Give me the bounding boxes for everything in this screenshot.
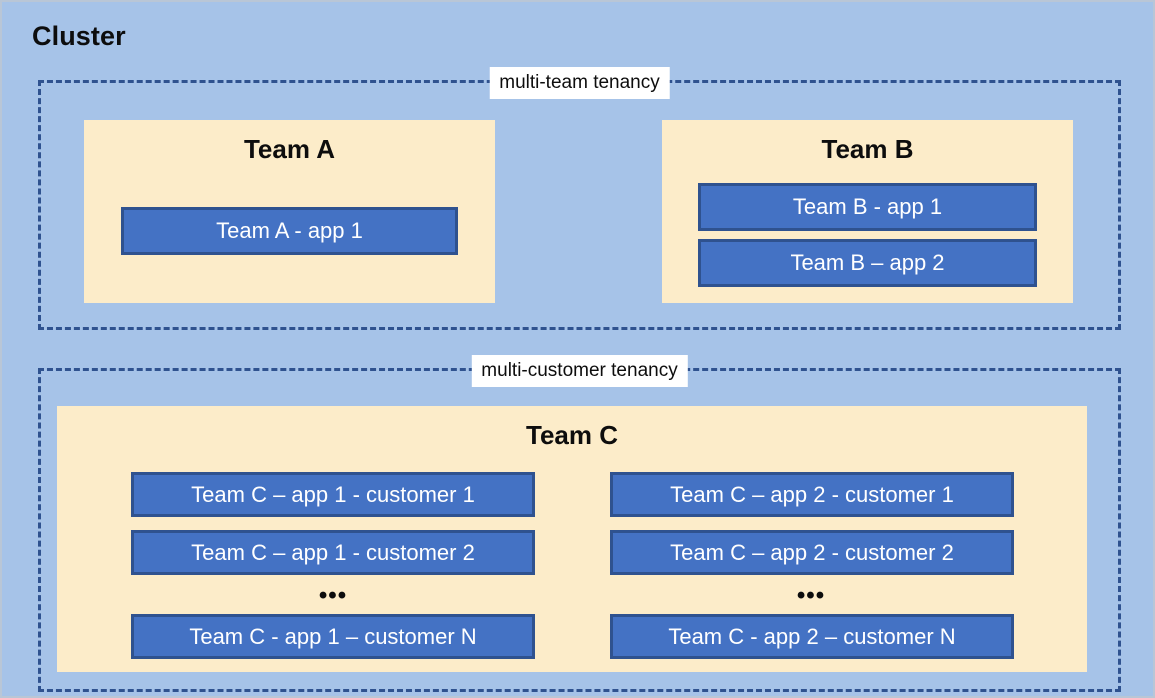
ellipsis-app-2-column: ••• — [796, 582, 826, 609]
multi-customer-tenancy-region: multi-customer tenancy — [38, 355, 1121, 692]
app-team-c-app-1-customer-1[interactable]: Team C – app 1 - customer 1 — [131, 472, 535, 517]
ellipsis-app-1-column: ••• — [318, 582, 348, 609]
page-title: Cluster — [32, 21, 126, 51]
multi-team-tenancy-label: multi-team tenancy — [489, 67, 670, 99]
app-team-c-app-2-customer-1[interactable]: Team C – app 2 - customer 1 — [610, 472, 1014, 517]
team-c-title: Team C — [526, 420, 618, 450]
app-team-c-app-2-customer-2[interactable]: Team C – app 2 - customer 2 — [610, 530, 1014, 575]
team-c-box: Team C Team C – app 1 - customer 1 Team … — [57, 406, 1087, 672]
app-team-c-app-1-customer-n[interactable]: Team C - app 1 – customer N — [131, 614, 535, 659]
app-team-b-app-1[interactable]: Team B - app 1 — [698, 183, 1037, 231]
multi-customer-tenancy-label: multi-customer tenancy — [471, 355, 688, 387]
app-team-c-app-1-customer-2[interactable]: Team C – app 1 - customer 2 — [131, 530, 535, 575]
team-b-title: Team B — [821, 134, 914, 164]
app-team-a-app-1[interactable]: Team A - app 1 — [121, 207, 458, 255]
team-a-title: Team A — [243, 134, 336, 164]
app-team-b-app-2[interactable]: Team B – app 2 — [698, 239, 1037, 287]
team-a-box: Team A Team A - app 1 — [84, 120, 495, 303]
app-team-c-app-2-customer-n[interactable]: Team C - app 2 – customer N — [610, 614, 1014, 659]
team-b-box: Team B Team B - app 1 Team B – app 2 — [662, 120, 1073, 303]
multi-team-tenancy-region: multi-team tenancy — [38, 67, 1121, 330]
